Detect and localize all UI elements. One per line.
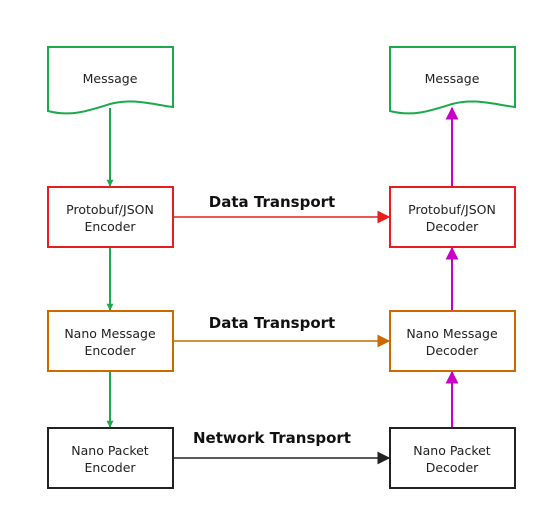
message-right-shape	[389, 46, 516, 115]
protobuf-decoder-box	[389, 186, 516, 248]
nano-packet-encoder-label-line2: Encoder	[84, 460, 136, 475]
nano-packet-decoder-label-line1: Nano Packet	[413, 443, 491, 458]
message-left-shape	[47, 46, 174, 115]
data-transport-label-2: Data Transport	[209, 314, 335, 332]
protobuf-decoder-label-line2: Decoder	[426, 219, 479, 234]
nano-packet-encoder-box	[47, 427, 174, 489]
nano-message-encoder-label-line2: Encoder	[84, 343, 136, 358]
nano-message-encoder-label-line1: Nano Message	[64, 326, 156, 341]
nano-message-decoder-box	[389, 310, 516, 372]
protobuf-encoder-label-line2: Encoder	[84, 219, 136, 234]
message-left-label: Message	[83, 71, 138, 86]
protobuf-encoder-label-line1: Protobuf/JSON	[66, 202, 154, 217]
protobuf-decoder-label-line1: Protobuf/JSON	[408, 202, 496, 217]
network-transport-label: Network Transport	[193, 429, 351, 447]
nano-packet-decoder-box	[389, 427, 516, 489]
data-transport-label-1: Data Transport	[209, 193, 335, 211]
nano-message-decoder-label-line1: Nano Message	[406, 326, 498, 341]
message-right-label: Message	[425, 71, 480, 86]
nano-message-encoder-box	[47, 310, 174, 372]
nano-packet-encoder-label-line1: Nano Packet	[71, 443, 149, 458]
nano-message-decoder-label-line2: Decoder	[426, 343, 479, 358]
protobuf-encoder-box	[47, 186, 174, 248]
nano-packet-decoder-label-line2: Decoder	[426, 460, 479, 475]
